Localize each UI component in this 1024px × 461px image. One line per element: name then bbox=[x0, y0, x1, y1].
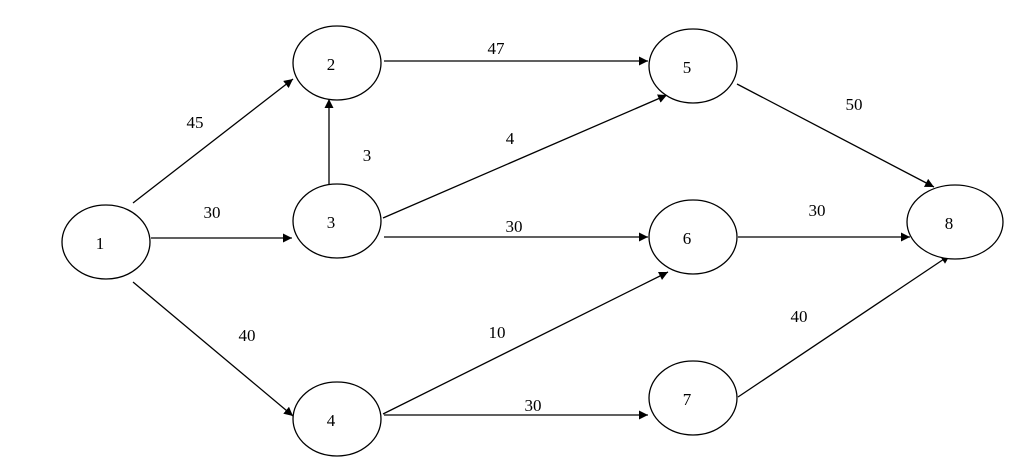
node-label-1: 1 bbox=[96, 234, 105, 253]
edge-arrow-3-5 bbox=[382, 94, 668, 219]
node-5: 5 bbox=[648, 28, 738, 104]
node-ellipse-3 bbox=[292, 183, 382, 259]
edges bbox=[132, 56, 951, 420]
node-ellipse-4 bbox=[292, 381, 382, 457]
edge-arrow-5-8 bbox=[736, 83, 935, 188]
edge-weight-1-2: 45 bbox=[187, 113, 204, 132]
edge-weight-4-7: 30 bbox=[525, 396, 542, 415]
node-label-4: 4 bbox=[327, 411, 336, 430]
node-label-6: 6 bbox=[683, 229, 692, 248]
edge-weight-6-8: 30 bbox=[809, 201, 826, 220]
edge-arrow-1-4 bbox=[132, 281, 294, 417]
node-label-3: 3 bbox=[327, 213, 336, 232]
edge-weight-1-3: 30 bbox=[204, 203, 221, 222]
node-label-5: 5 bbox=[683, 58, 692, 77]
edge-weight-2-5: 47 bbox=[488, 39, 506, 58]
node-ellipse-1 bbox=[61, 204, 151, 280]
edge-arrow-4-6 bbox=[382, 271, 669, 415]
edge-labels: 45 30 40 3 47 4 30 10 30 50 30 40 bbox=[187, 39, 863, 415]
node-label-2: 2 bbox=[327, 55, 336, 74]
node-ellipse-5 bbox=[648, 28, 738, 104]
node-ellipse-8 bbox=[906, 184, 1004, 260]
node-ellipse-6 bbox=[648, 199, 738, 275]
edge-weight-3-5: 4 bbox=[506, 129, 515, 148]
edge-weight-1-4: 40 bbox=[239, 326, 256, 345]
node-ellipse-7 bbox=[648, 360, 738, 436]
node-1: 1 bbox=[61, 204, 151, 280]
edge-weight-5-8: 50 bbox=[846, 95, 863, 114]
node-3: 3 bbox=[292, 183, 382, 259]
edge-arrow-7-8 bbox=[737, 254, 951, 398]
node-6: 6 bbox=[648, 199, 738, 275]
node-8: 8 bbox=[906, 184, 1004, 260]
node-label-8: 8 bbox=[945, 214, 954, 233]
edge-weight-3-2: 3 bbox=[363, 146, 372, 165]
edge-weight-7-8: 40 bbox=[791, 307, 808, 326]
node-7: 7 bbox=[648, 360, 738, 436]
edge-arrow-1-2 bbox=[132, 78, 294, 204]
edge-weight-3-6: 30 bbox=[506, 217, 523, 236]
node-4: 4 bbox=[292, 381, 382, 457]
node-label-7: 7 bbox=[683, 390, 692, 409]
node-ellipse-2 bbox=[292, 25, 382, 101]
node-2: 2 bbox=[292, 25, 382, 101]
edge-weight-4-6: 10 bbox=[489, 323, 506, 342]
